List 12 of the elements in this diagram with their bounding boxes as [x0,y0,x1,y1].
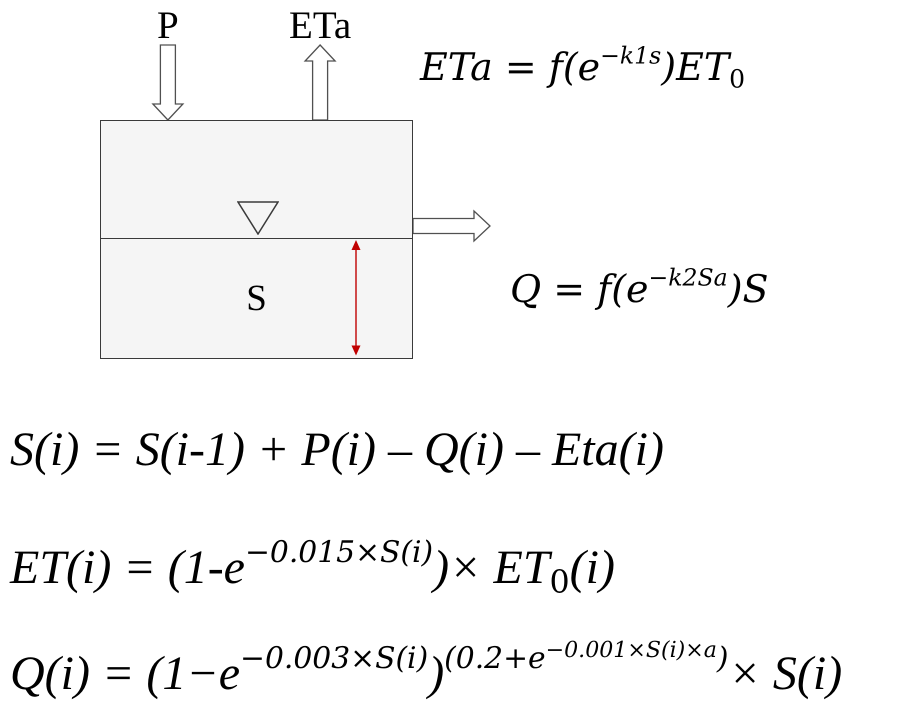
equation: ETa = f(e$^{−k1s}$)ET$_{0}$ [420,44,746,92]
equation: ET(i) = (1-e$^{−0.015×S(i)}$)× ET$_{0}$(i) [10,538,615,598]
flow-arrow [412,210,491,242]
flux-label: P [157,6,179,45]
equation: Q = f(e$^{−k2Sa}$)S [510,266,769,313]
reservoir-box [100,120,413,359]
storage-layer [101,238,412,358]
variable-label: S [246,280,267,317]
flow-arrow [304,44,337,121]
flow-arrow [151,44,184,121]
equation: S(i) = S(i-1) + P(i) – Q(i) – Eta(i) [10,422,664,478]
flux-label: ETa [289,6,352,45]
